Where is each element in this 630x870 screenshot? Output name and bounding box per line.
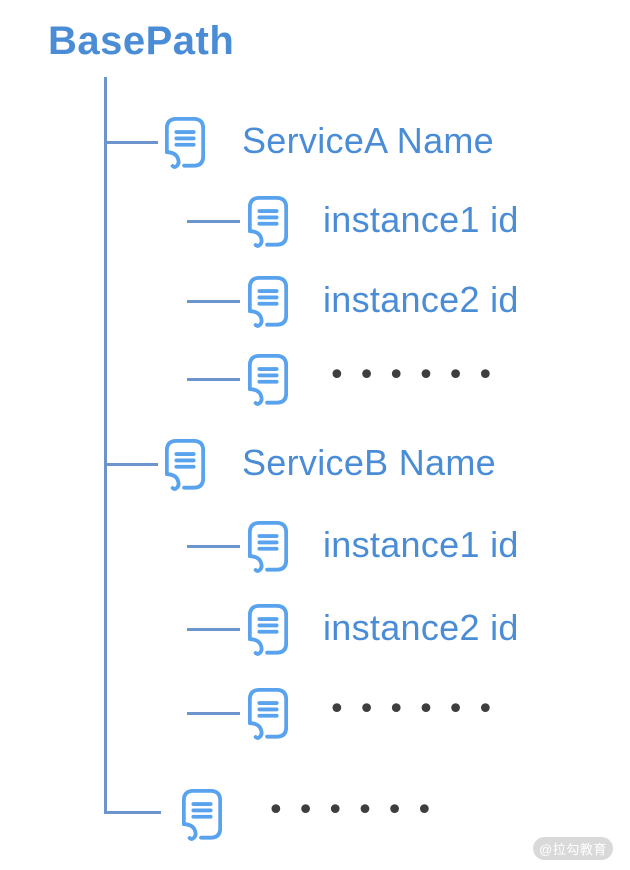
node-label: instance1 id [323,523,519,565]
document-icon [165,116,205,169]
tree-node-more-instances-b: •••••• [248,686,506,740]
tree-node-servicea: ServiceA Name [165,115,494,169]
document-icon [165,438,205,491]
node-label: ServiceA Name [242,119,494,161]
tree-node-instance2-a: instance2 id [248,274,519,328]
tree-node-serviceb: ServiceB Name [165,437,496,491]
ellipsis-label: •••••• [328,692,507,727]
watermark-text: @拉勾教育 [539,842,607,857]
branch-line-instance [187,544,240,548]
watermark-badge: @拉勾教育 [533,837,613,860]
document-icon [248,275,288,328]
branch-line-servicea [104,140,158,144]
branch-line-serviceb [104,462,158,466]
branch-line-instance [187,627,240,631]
tree-node-more-services: •••••• [182,787,445,841]
branch-line-last [104,810,161,814]
tree-node-instance1-b: instance1 id [248,519,519,573]
tree-node-more-instances-a: •••••• [248,352,506,406]
root-node-label: BasePath [48,19,235,63]
branch-line-instance [187,377,240,381]
node-label: instance1 id [323,198,519,240]
tree-node-instance1-a: instance1 id [248,194,519,248]
node-label: instance2 id [323,606,519,648]
branch-line-instance [187,299,240,303]
ellipsis-label: •••••• [328,358,507,393]
document-icon [248,520,288,573]
document-icon [248,603,288,656]
branch-line-instance [187,219,240,223]
document-icon [248,687,288,740]
ellipsis-label: •••••• [267,793,446,828]
node-label: ServiceB Name [242,441,496,483]
document-icon [182,788,222,841]
trunk-line [104,77,107,814]
node-label: instance2 id [323,278,519,320]
document-icon [248,195,288,248]
document-icon [248,353,288,406]
tree-node-instance2-b: instance2 id [248,602,519,656]
branch-line-instance [187,711,240,715]
